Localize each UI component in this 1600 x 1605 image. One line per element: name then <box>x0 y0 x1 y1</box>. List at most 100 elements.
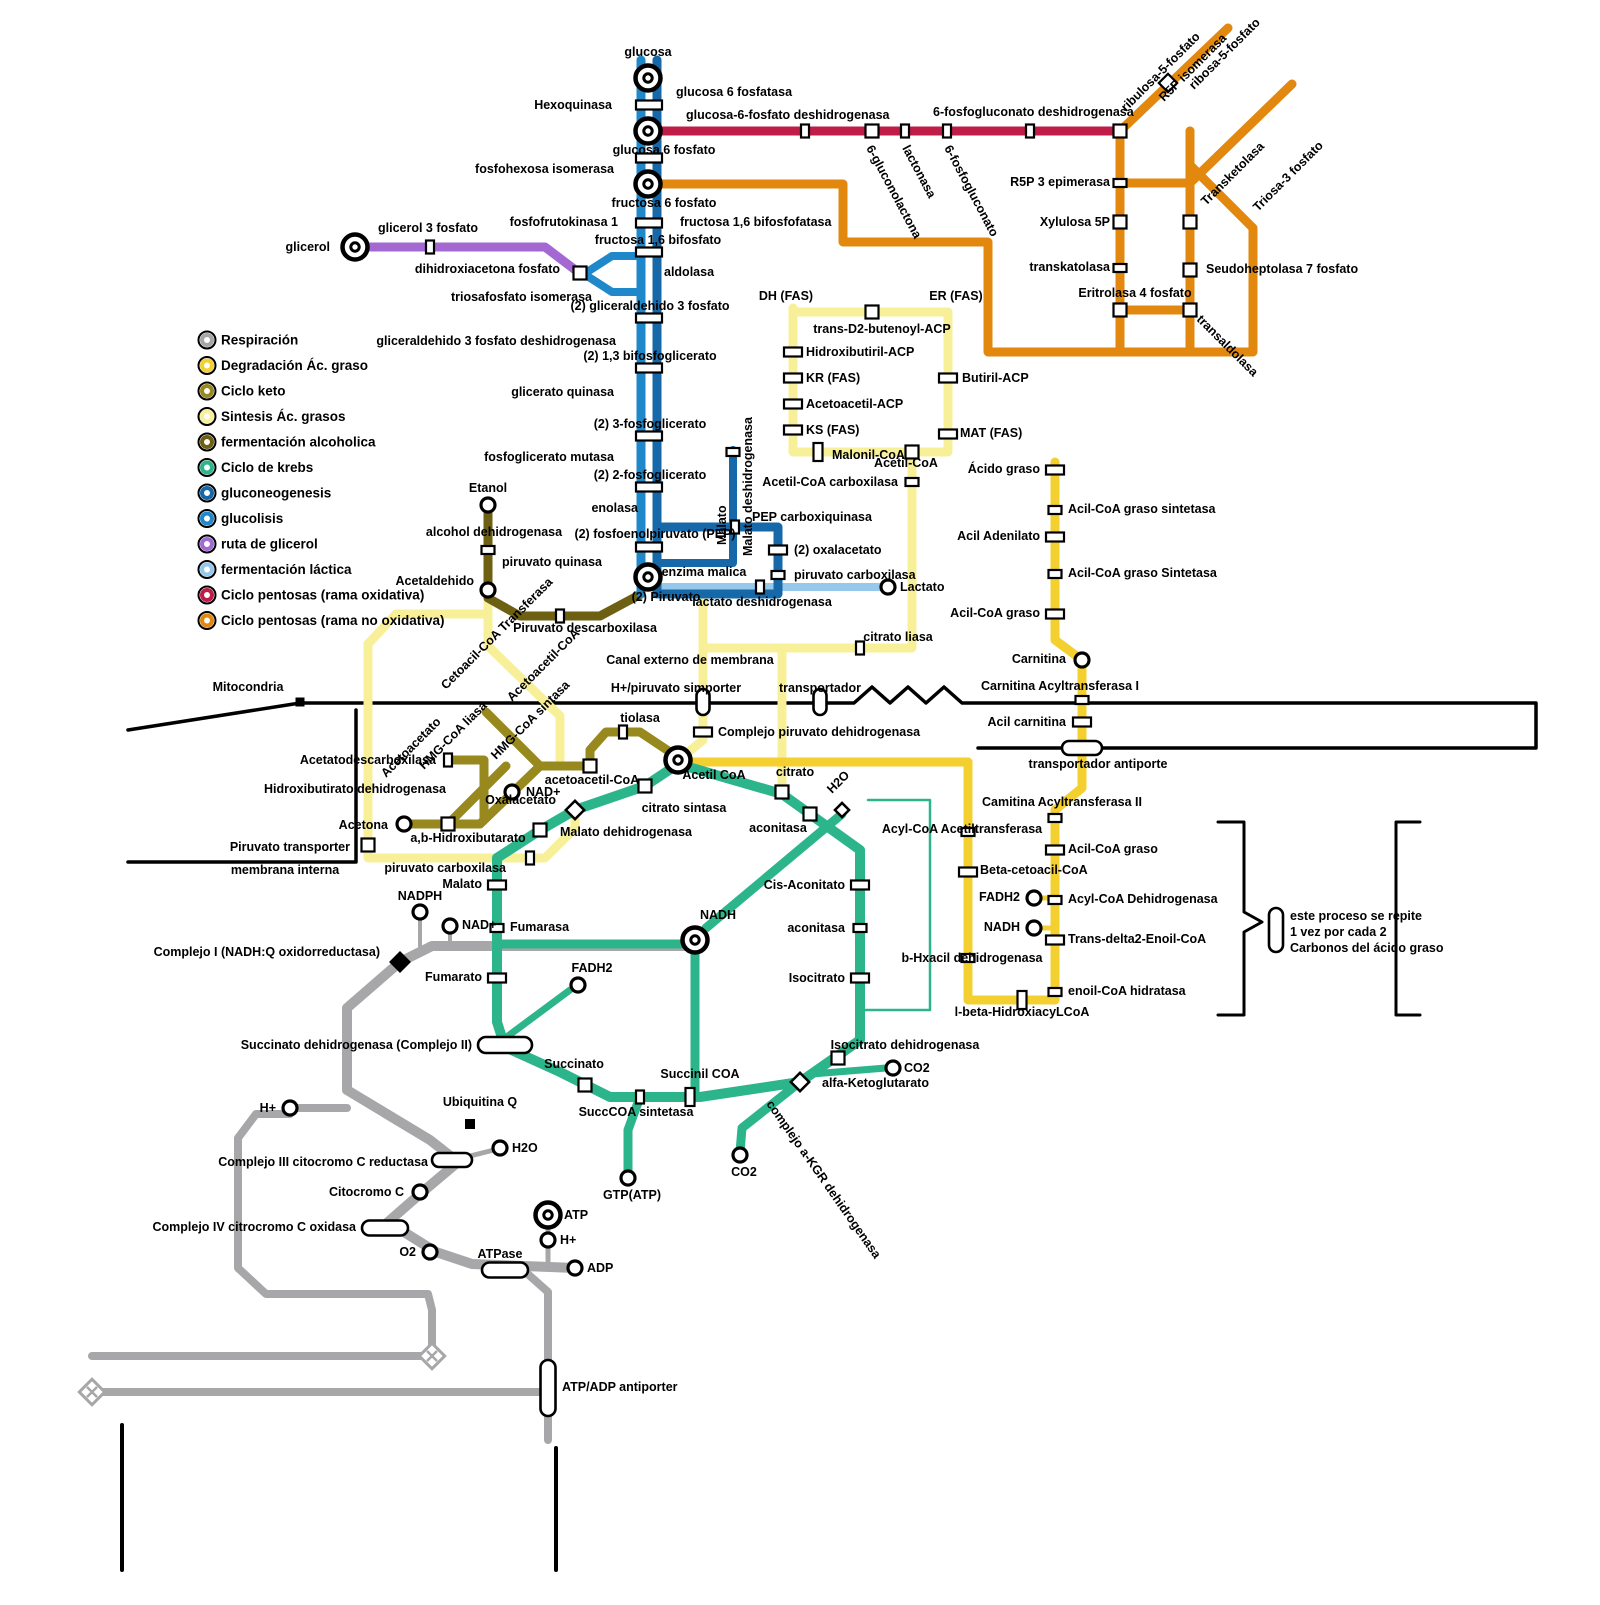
station-sq <box>904 444 920 460</box>
station-r <box>1044 844 1066 856</box>
station-h-plus <box>281 1099 299 1117</box>
station-etanol <box>479 496 497 514</box>
map-label: Malonil-CoA <box>832 448 905 462</box>
station-t <box>1047 812 1063 824</box>
station-p <box>539 1358 557 1418</box>
station-nadph <box>411 903 429 921</box>
line-membrana-interna-izquierda <box>126 708 358 864</box>
station-carnitina <box>1073 651 1091 669</box>
map-label: (2) gliceraldehido 3 fosfato <box>570 299 729 313</box>
station-t <box>489 922 505 934</box>
station-fructosa-6-fosfato <box>633 169 663 199</box>
map-label: ATP/ADP antiporter <box>562 1380 678 1394</box>
map-label: ATPase <box>478 1247 523 1261</box>
legend-line-icon-color <box>200 537 214 551</box>
station-nadh <box>1025 919 1043 937</box>
station-t <box>424 239 436 255</box>
map-label: Succinil COA <box>660 1067 739 1081</box>
station-t <box>799 123 811 139</box>
map-label: Eritrolasa 4 fosfato <box>1078 286 1192 300</box>
line-sintesis-keto-2 <box>363 609 580 863</box>
map-label: glucosa <box>624 45 672 59</box>
map-label: fructosa 6 fosfato <box>612 196 717 210</box>
map-label: Hexoquinasa <box>534 98 613 112</box>
station-t <box>617 724 629 740</box>
map-label: KS (FAS) <box>806 423 859 437</box>
legend-line-icon-color <box>200 460 214 475</box>
map-label: b-Hxacil dehidrogenasa <box>901 951 1043 965</box>
map-label: ER (FAS) <box>929 289 982 303</box>
station-h2o <box>491 1139 509 1157</box>
station-r <box>486 972 508 984</box>
map-label: Butiril-ACP <box>962 371 1029 385</box>
station-acetil-coa <box>663 745 693 775</box>
map-label: Canal externo de membrana <box>606 653 774 667</box>
line-keto-5 <box>443 755 489 825</box>
station-r <box>782 424 804 436</box>
station-atp <box>533 1200 563 1230</box>
legend-item-label: fermentación alcoholica <box>221 435 376 450</box>
map-label: Fumarato <box>425 970 482 984</box>
map-label: glicerol 3 fosfato <box>378 221 478 235</box>
station-sq <box>1182 262 1198 278</box>
map-label: Malato <box>715 505 729 545</box>
station-t <box>729 519 741 535</box>
station-p <box>480 1261 530 1279</box>
map-label: NADH <box>700 908 736 922</box>
map-label: Acil-CoA graso <box>1068 842 1158 856</box>
map-label: Beta-cetoacil-CoA <box>980 863 1088 877</box>
station-nadh <box>680 925 710 955</box>
map-label: Acil-CoA graso sintetasa <box>1068 502 1217 516</box>
legend-item-label: Ciclo pentosas (rama oxidativa) <box>221 588 424 603</box>
legend-item: fermentación láctica <box>197 560 352 579</box>
station-r <box>684 1086 696 1108</box>
station-r <box>849 879 871 891</box>
map-label: gliceraldehido 3 fosfato deshidrogenasa <box>376 334 617 348</box>
map-label: Carnitina Acyltransferasa I <box>981 679 1139 693</box>
legend-line-icon-color <box>200 562 214 577</box>
map-label: Malato dehidrogenasa <box>560 825 693 839</box>
station-t <box>1047 568 1063 580</box>
map-label: fructosa 1,6 bifosfofatasa <box>680 215 832 229</box>
map-label: Complejo IV citrocromo C oxidasa <box>152 1220 357 1234</box>
station-t <box>1047 986 1063 998</box>
line-gluconeogenesis-3 <box>653 446 737 567</box>
map-label: aconitasa <box>787 921 846 935</box>
station-t <box>1024 123 1036 139</box>
map-label: Acetil-CoA carboxilasa <box>762 475 899 489</box>
map-label: (2) fosfoenolpiruvato (PEP) <box>574 527 735 541</box>
station-r <box>634 541 664 553</box>
station-glucosa-6-fosfato <box>633 116 663 146</box>
station-sq <box>360 837 376 853</box>
station-sq <box>1112 302 1128 318</box>
map-label: glicerol <box>286 240 330 254</box>
map-label: transportador <box>779 681 861 695</box>
legend-item-label: Ciclo pentosas (rama no oxidativa) <box>221 613 445 628</box>
legend-line-icon-color <box>200 486 214 500</box>
line-krebs-co2 <box>808 1064 890 1078</box>
legend-item: gluconeogenesis <box>197 483 331 503</box>
line-respiracion-12 <box>234 1110 436 1314</box>
station-gtp-atp <box>619 1169 637 1187</box>
legend-item: Ciclo pentosas (rama oxidativa) <box>197 585 424 605</box>
station-r <box>634 430 664 442</box>
station-sq <box>1112 123 1128 139</box>
map-label: membrana interna <box>231 863 340 877</box>
map-label: Oxalacetato <box>485 793 556 807</box>
station-r <box>634 152 664 164</box>
map-label: H+/piruvato simporter <box>611 681 741 695</box>
line-keto-3 <box>481 707 545 771</box>
station-sq <box>637 778 653 794</box>
station-t <box>852 922 868 934</box>
legend-item: fermentación alcoholica <box>197 432 376 452</box>
map-label: Complejo I (NADH:Q oxidorreductasa) <box>154 945 380 959</box>
map-label: Etanol <box>469 481 507 495</box>
map-label: H2O <box>824 768 852 796</box>
line-corchete-repeticion-der <box>1394 820 1422 1017</box>
map-label: tiolasa <box>620 711 661 725</box>
map-label: alcohol dehidrogenasa <box>426 525 563 539</box>
line-krebs-ciclo <box>492 759 865 1102</box>
